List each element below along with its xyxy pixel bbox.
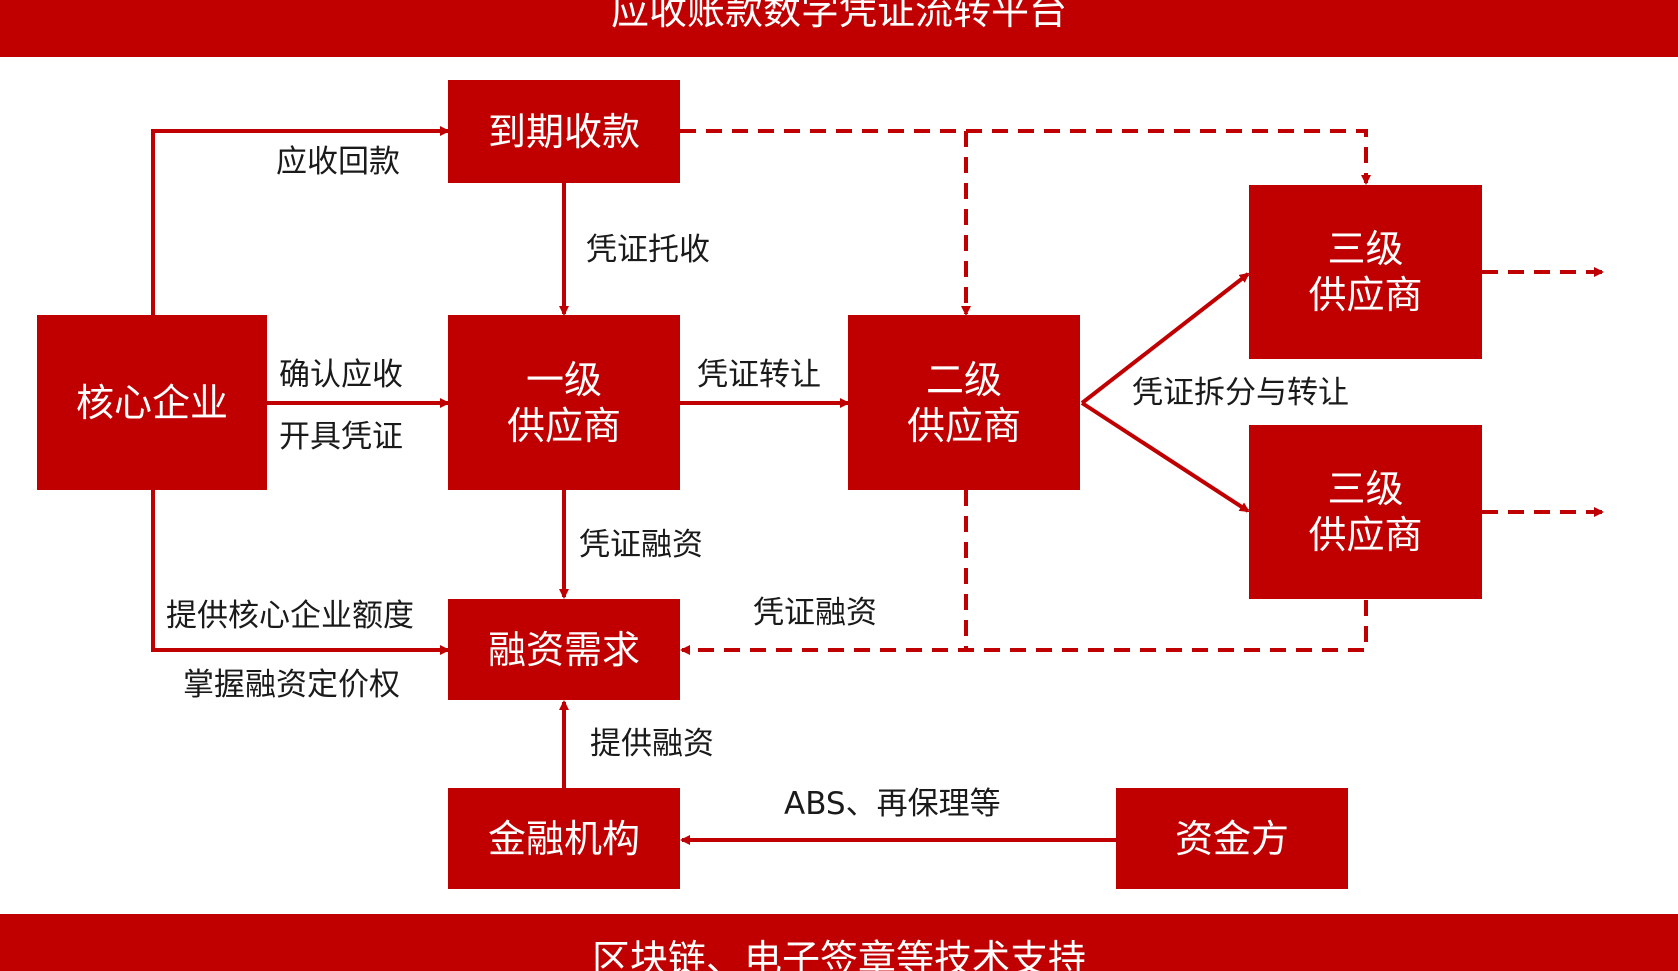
- label-receivable-repayment: 应收回款: [276, 144, 400, 180]
- node-tier3b-line1: 三级: [1327, 467, 1404, 511]
- label-issue-voucher: 开具凭证: [279, 419, 403, 455]
- node-funder-label: 资金方: [1174, 816, 1289, 861]
- dashed-due-to-tier3a: [680, 129, 1371, 185]
- label-pricing-power: 掌握融资定价权: [183, 667, 400, 703]
- label-voucher-financing-dashed: 凭证融资: [753, 595, 877, 631]
- node-tier2-line2: 供应商: [906, 403, 1021, 448]
- node-tier1-line2: 供应商: [506, 403, 621, 448]
- arrow-core-to-demand: [151, 490, 450, 655]
- label-voucher-financing-tier1: 凭证融资: [579, 527, 703, 563]
- node-due-collection-label: 到期收款: [487, 109, 640, 154]
- node-tier3-supplier-b: 三级 供应商: [1249, 425, 1482, 599]
- arrow-tier2-to-tier3b: [1080, 401, 1250, 513]
- node-tier2-supplier: 二级 供应商: [848, 315, 1080, 490]
- label-voucher-collection: 凭证托收: [586, 232, 710, 268]
- label-split-transfer: 凭证拆分与转让: [1132, 375, 1349, 411]
- header-band: 应收账款数字凭证流转平台: [0, 0, 1678, 57]
- dashed-tier3b-to-demand: [680, 600, 1368, 655]
- node-core-enterprise: 核心企业: [37, 315, 267, 490]
- node-tier1-line1: 一级: [525, 357, 602, 402]
- node-tier1-supplier: 一级 供应商: [448, 315, 680, 490]
- label-abs-refactoring: ABS、再保理等: [784, 786, 1001, 822]
- label-confirm-receivable: 确认应收: [279, 357, 403, 393]
- label-provide-quota: 提供核心企业额度: [166, 598, 414, 634]
- node-tier2-line1: 二级: [925, 357, 1002, 402]
- node-tier3-supplier-a: 三级 供应商: [1249, 185, 1482, 359]
- node-tier3a-line2: 供应商: [1308, 273, 1423, 317]
- arrow-core-to-due: [151, 126, 450, 315]
- node-core-enterprise-label: 核心企业: [75, 380, 228, 425]
- node-tier3a-line1: 三级: [1327, 227, 1404, 271]
- node-financial-institution-label: 金融机构: [487, 816, 640, 861]
- label-provide-financing: 提供融资: [590, 726, 714, 762]
- node-financing-demand: 融资需求: [448, 599, 680, 700]
- arrow-tier2-to-tier3a: [1080, 272, 1250, 405]
- node-funder: 资金方: [1116, 788, 1348, 889]
- node-financing-demand-label: 融资需求: [487, 627, 640, 672]
- footer-band: 区块链、电子签章等技术支持: [0, 914, 1678, 971]
- footer-title: 区块链、电子签章等技术支持: [591, 937, 1086, 971]
- node-due-collection: 到期收款: [448, 80, 680, 183]
- page-title: 应收账款数字凭证流转平台: [610, 0, 1067, 33]
- node-tier3b-line2: 供应商: [1308, 513, 1423, 557]
- node-financial-institution: 金融机构: [448, 788, 680, 889]
- label-voucher-transfer: 凭证转让: [697, 357, 821, 393]
